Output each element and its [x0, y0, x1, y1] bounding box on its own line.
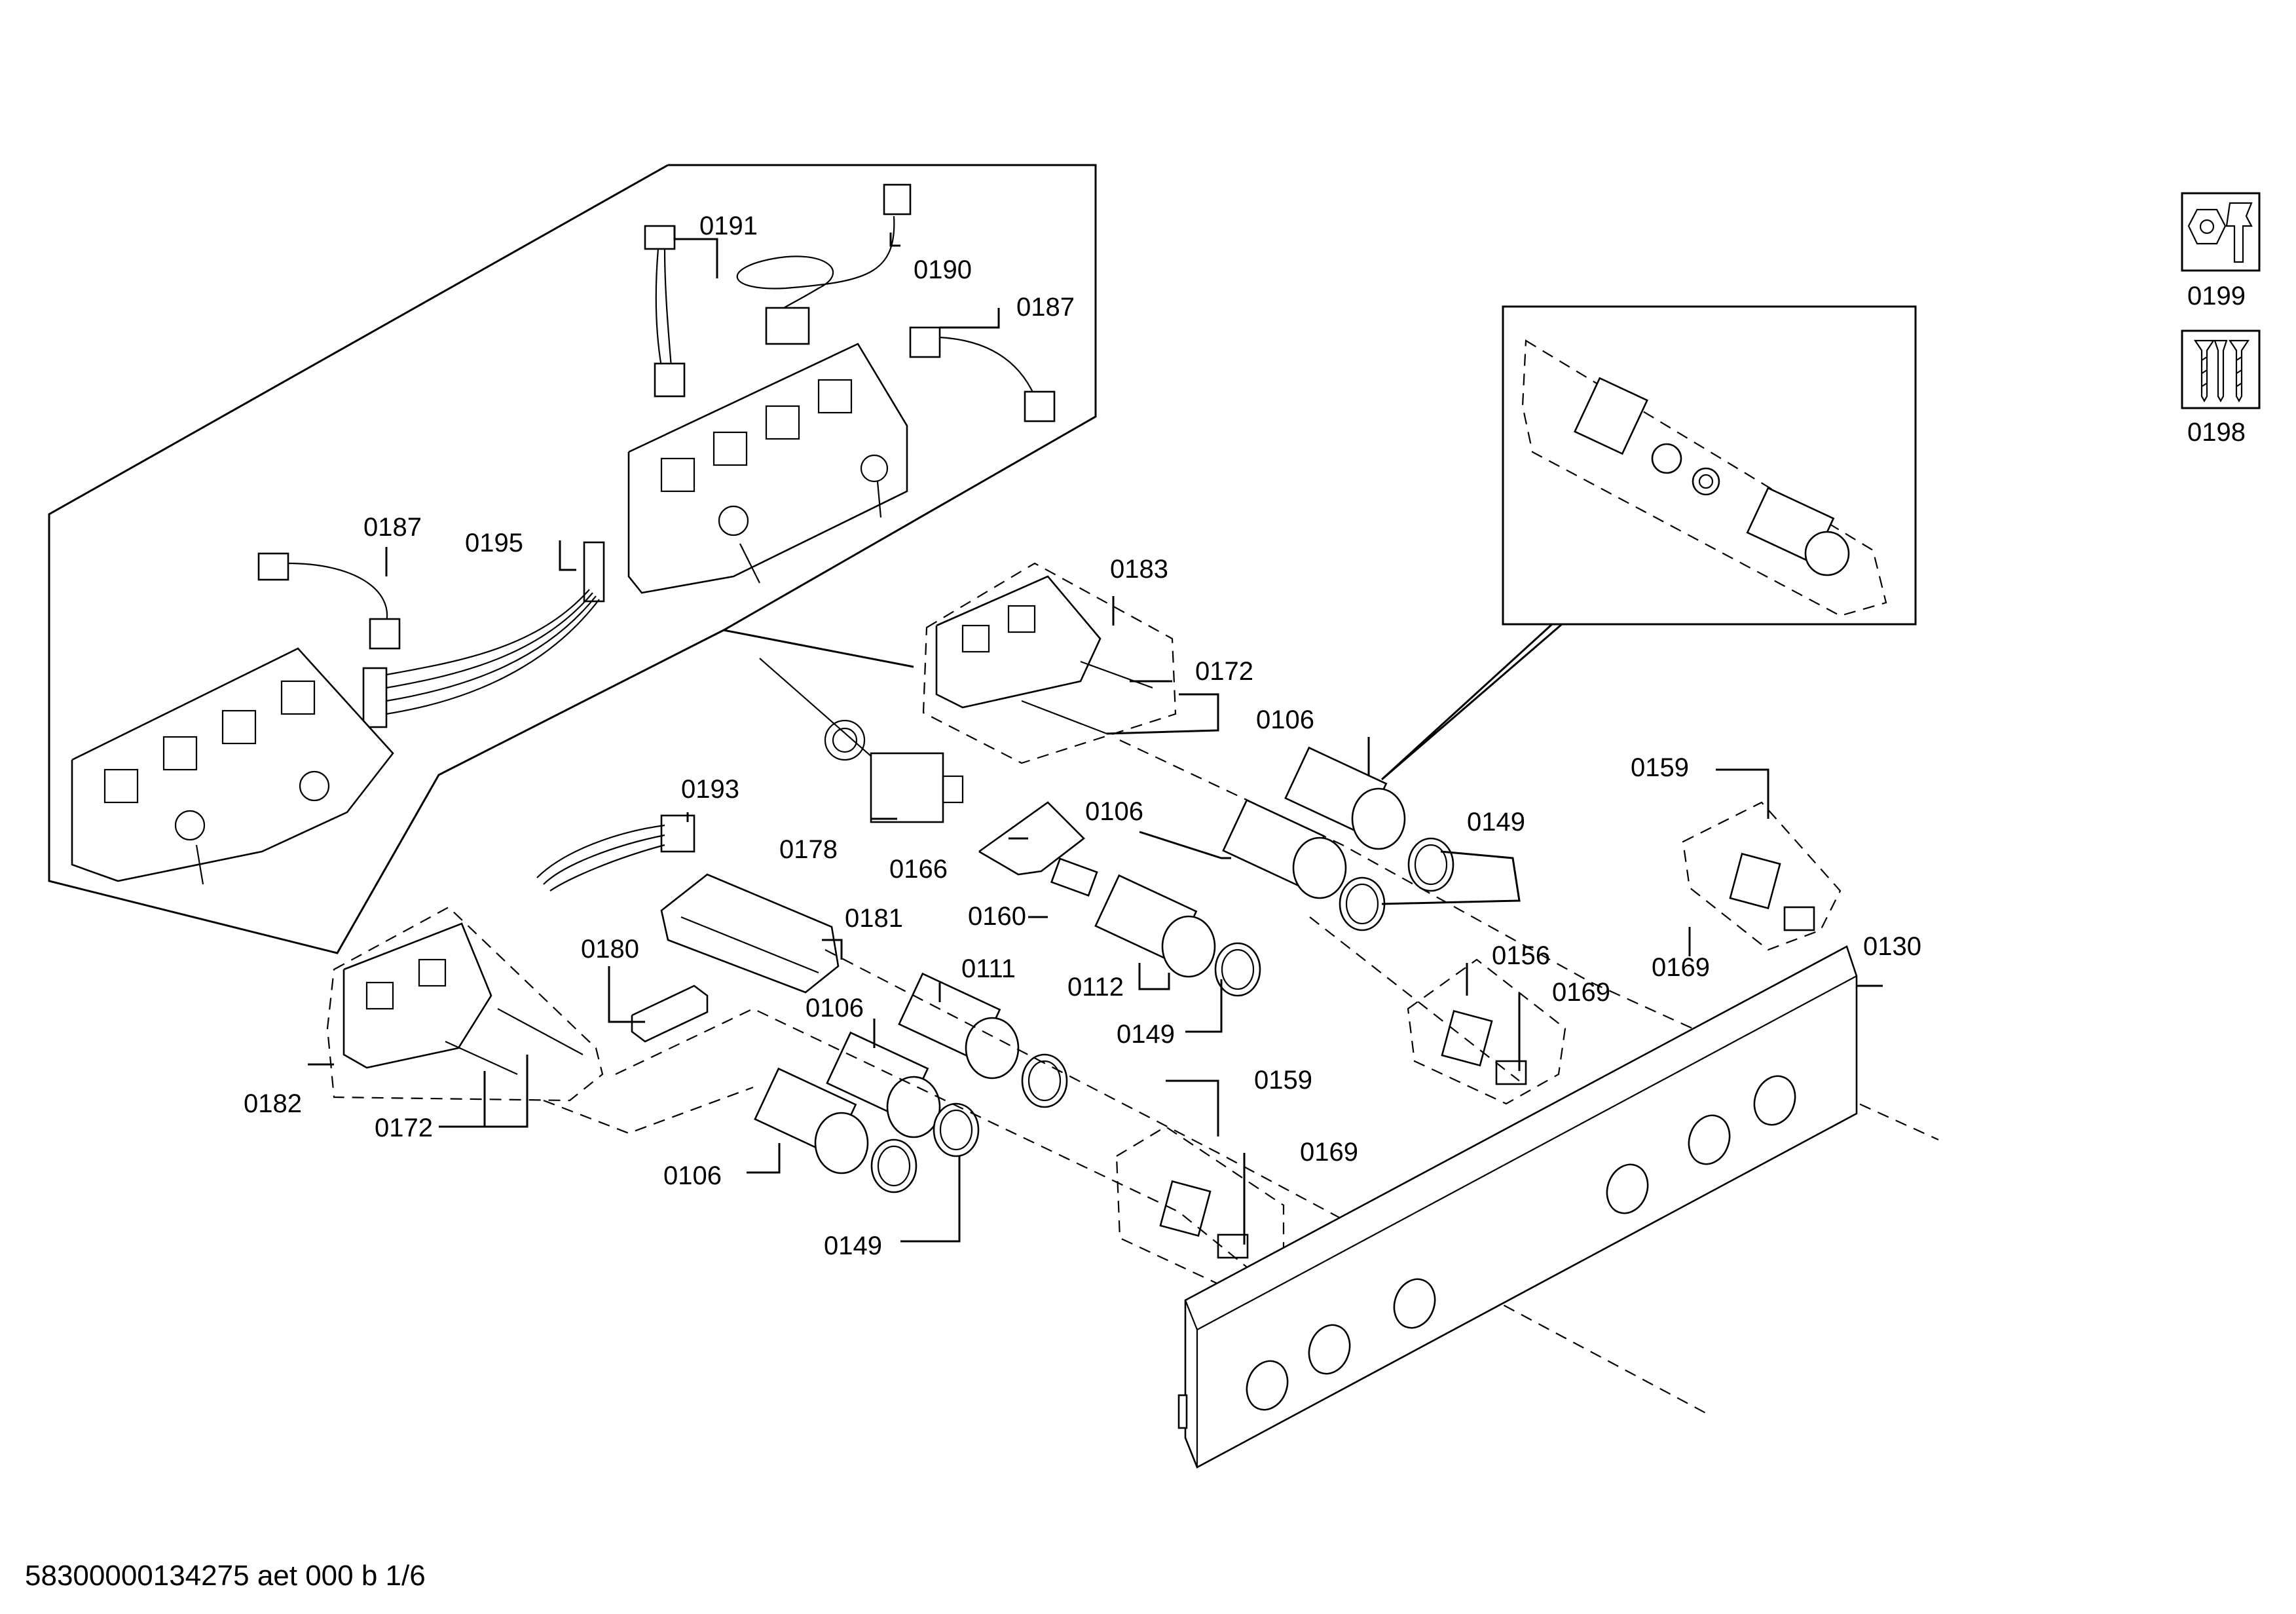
label-0191: 0191: [699, 212, 758, 240]
document-id: 58300000134275 aet 000 b 1/6: [25, 1560, 426, 1592]
leader-lines: [308, 226, 1883, 1245]
label-0190: 0190: [914, 255, 972, 284]
label-0195: 0195: [465, 529, 523, 557]
label-0183: 0183: [1110, 555, 1168, 584]
label-0149: 0149: [1117, 1020, 1175, 1049]
label-0130: 0130: [1863, 932, 1921, 961]
switch-assembly-0183: [922, 562, 1219, 764]
accessory-screws: 0198: [2181, 329, 2261, 447]
control-knob-0112: [1094, 874, 1216, 978]
cable-0190: [736, 183, 912, 345]
switch-module-0159-right: [1682, 801, 1842, 951]
label-0106: 0106: [805, 994, 864, 1023]
assembly-guide-lines: [543, 740, 1939, 1416]
label-0112: 0112: [1067, 973, 1124, 1002]
control-knob-0106-upper: [1284, 746, 1406, 850]
label-0159: 0159: [1631, 753, 1689, 782]
rings-0149: [870, 837, 1454, 1193]
label-0172: 0172: [375, 1114, 433, 1142]
thermostat-0178: [759, 658, 964, 823]
control-knob-0111: [898, 972, 1020, 1079]
cable-0187-top: [909, 326, 1056, 422]
label-0169: 0169: [1652, 953, 1710, 982]
lamp-0160: [1050, 857, 1098, 897]
label-0180: 0180: [581, 935, 639, 964]
label-0172: 0172: [1195, 657, 1253, 686]
label-0169: 0169: [1300, 1138, 1358, 1167]
control-panel-0130: [1177, 945, 1858, 1469]
switch-assembly-0182: [326, 906, 604, 1128]
wire-set-0193: [536, 814, 695, 891]
label-0182: 0182: [244, 1089, 302, 1118]
screws-icon: [2181, 329, 2261, 409]
wire-harness-0191: [644, 225, 686, 398]
bracket-0166: [978, 801, 1085, 876]
label-0149: 0149: [1467, 808, 1525, 836]
control-knob-0106-lower-b: [754, 1067, 869, 1174]
switch-module-0156: [1407, 958, 1566, 1105]
label-0160: 0160: [968, 902, 1026, 931]
label-0199: 0199: [2187, 282, 2246, 310]
label-0111: 0111: [961, 954, 1016, 983]
label-0187: 0187: [363, 513, 422, 542]
label-0181: 0181: [845, 904, 903, 933]
label-0159: 0159: [1254, 1066, 1312, 1095]
label-0149: 0149: [824, 1231, 882, 1260]
inset-detail-box: [1380, 305, 1917, 781]
wrench-nut-icon: [2181, 192, 2261, 272]
switch-block-upper: [627, 343, 908, 594]
part-labels: 0191 0190 0187 0187 0195 0183 0172 0106 …: [244, 212, 1921, 1260]
switch-block-lower: [71, 647, 394, 885]
label-0178: 0178: [779, 835, 838, 864]
wiring-detail-frame: [48, 164, 1097, 954]
clip-0180: [631, 985, 709, 1043]
label-0106: 0106: [1256, 705, 1314, 734]
label-0166: 0166: [889, 855, 948, 884]
label-0187: 0187: [1016, 293, 1075, 322]
label-0106: 0106: [663, 1161, 722, 1190]
cable-0187-left: [257, 552, 401, 650]
ribbon-cable-0195: [362, 541, 605, 728]
label-0169: 0169: [1552, 978, 1610, 1007]
label-0106: 0106: [1085, 797, 1143, 826]
label-0198: 0198: [2187, 418, 2246, 447]
label-0193: 0193: [681, 775, 739, 804]
label-0156: 0156: [1492, 941, 1550, 970]
terminal-block-0181: [660, 873, 840, 994]
accessory-wrench-nut: 0199: [2181, 192, 2261, 310]
